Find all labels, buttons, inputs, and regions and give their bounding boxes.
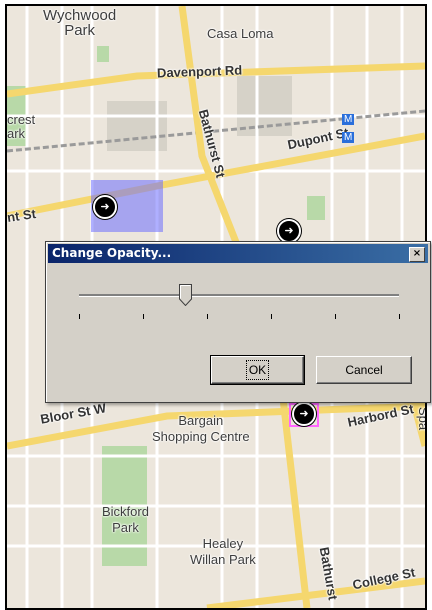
map-label-spa: Spa [416,406,427,431]
map-marker[interactable]: ➜ [277,219,301,243]
map-label-ark: ark [7,126,26,141]
map-label-casa-loma: Casa Loma [207,26,274,41]
ok-button[interactable]: OK [210,355,305,385]
slider-tick [143,314,144,319]
slider-tick [271,314,272,319]
slider-tick [399,314,400,319]
map-label-davenport-rd: Davenport Rd [156,62,243,81]
map-marker[interactable]: ➜ [292,402,316,426]
map-label-bargain-shopping-centre: Bargain Shopping Centre [152,413,250,444]
opacity-slider-track[interactable] [79,294,399,297]
arrow-icon: ➜ [284,225,294,237]
arrow-icon: ➜ [299,408,309,420]
cancel-button[interactable]: Cancel [316,356,412,384]
subway-station-icon: M [342,132,355,143]
dialog-titlebar[interactable]: Change Opacity... × [48,244,428,263]
subway-station-icon: M [342,114,355,125]
slider-tick [335,314,336,319]
opacity-slider-thumb[interactable] [178,284,192,306]
map-label-bickford-park: Bickford Park [102,504,149,535]
map-marker[interactable]: ➜ [93,195,117,219]
close-icon[interactable]: × [409,247,425,262]
map-label-wychwood-park: Wychwood Park [43,7,117,39]
slider-tick [79,314,80,319]
map-label-crest: crest [7,112,36,127]
change-opacity-dialog: Change Opacity... × OK Cancel [45,241,431,403]
arrow-icon: ➜ [100,201,110,213]
slider-tick [207,314,208,319]
dialog-title: Change Opacity... [52,246,172,260]
map-label-healey-willan-park: Healey Willan Park [190,536,256,567]
